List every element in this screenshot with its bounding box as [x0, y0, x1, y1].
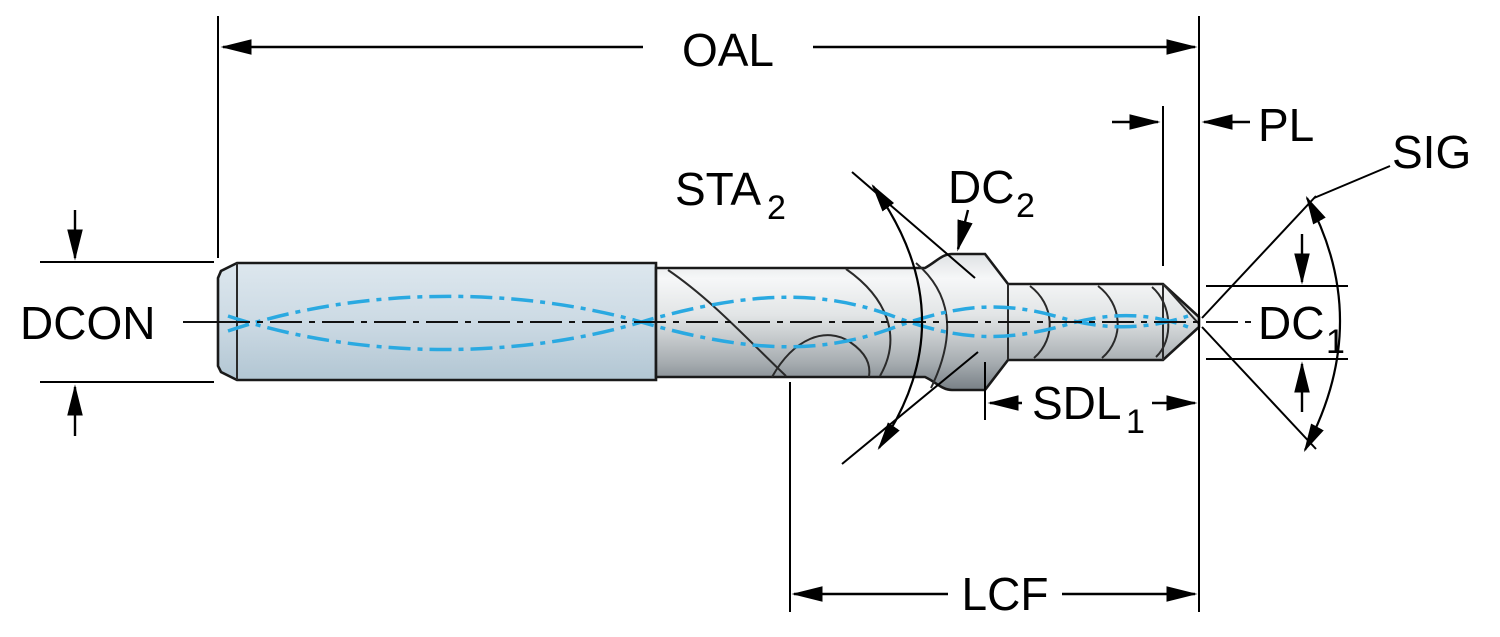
flute-line — [915, 262, 949, 389]
label-sta2: STA — [675, 163, 761, 215]
dimension-pl: PL — [1112, 99, 1314, 266]
label-oal: OAL — [682, 24, 774, 76]
label-lcf: LCF — [962, 568, 1049, 620]
label-sdl1: SDL — [1032, 377, 1121, 429]
label-dc1-subscript: 1 — [1326, 323, 1345, 361]
label-dc2-subscript: 2 — [1016, 187, 1035, 225]
flute-line — [667, 269, 787, 377]
point-flank-extension — [1201, 326, 1317, 450]
leader-line — [1313, 165, 1391, 199]
dimension-oal: OAL — [217, 16, 1200, 612]
dimension-lcf: LCF — [789, 382, 1198, 620]
point-flank-extension — [1201, 195, 1317, 319]
label-sta2-subscript: 2 — [767, 189, 786, 227]
label-dc2: DC — [948, 161, 1014, 213]
label-sdl1-subscript: 1 — [1126, 403, 1145, 441]
angle-arc — [1303, 195, 1342, 453]
label-dcon: DCON — [20, 297, 155, 349]
dimension-dc1: DC 1 — [1206, 234, 1348, 412]
angle-arc — [871, 184, 924, 450]
label-sig: SIG — [1392, 126, 1471, 178]
flute-line — [1029, 285, 1051, 359]
coolant-channel-line — [227, 294, 1189, 349]
label-dc1: DC — [1258, 297, 1324, 349]
dimension-sdl1: SDL 1 — [984, 362, 1198, 441]
coolant-channel-line — [227, 295, 1189, 352]
dimension-sig: SIG — [1201, 126, 1471, 453]
leader-arrow — [956, 209, 973, 252]
dimension-sta2: STA 2 — [675, 163, 979, 465]
dimension-dcon: DCON — [20, 210, 214, 436]
taper-extension-line — [841, 351, 979, 465]
point-facet-line — [1162, 283, 1200, 325]
dimension-dc2: DC 2 — [948, 161, 1035, 252]
label-pl: PL — [1258, 99, 1314, 151]
drill — [183, 252, 1252, 392]
